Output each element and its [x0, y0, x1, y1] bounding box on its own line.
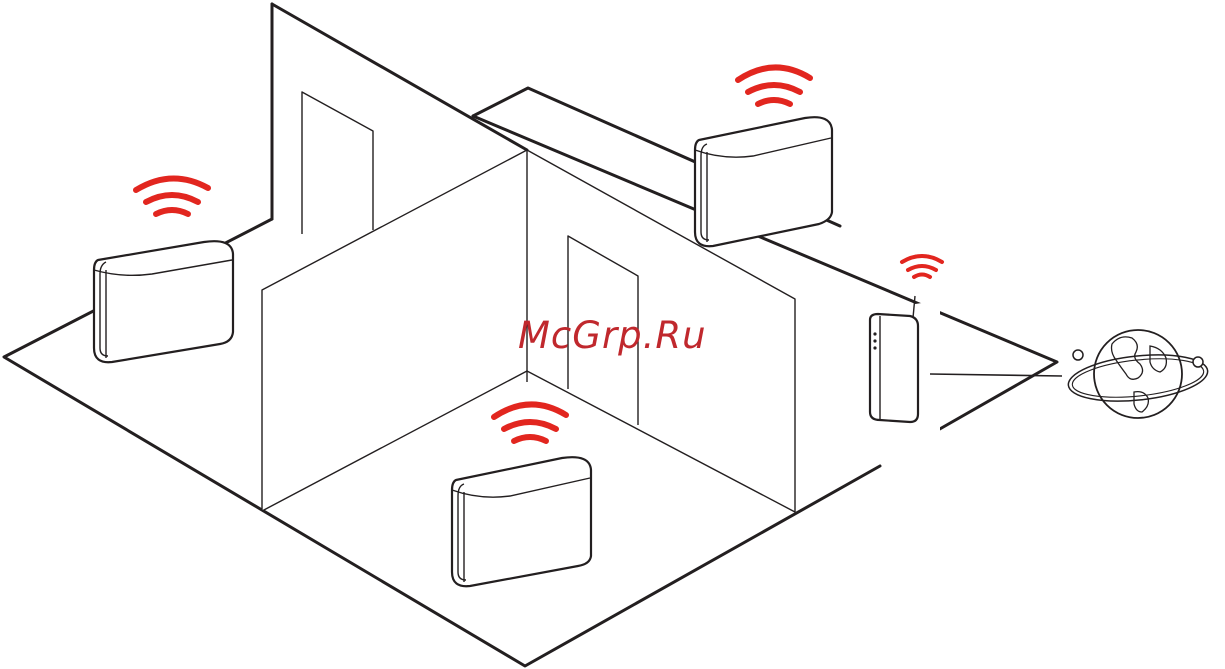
wireless-router	[866, 296, 940, 440]
signal-waves-back	[738, 67, 810, 104]
satellite-right-icon	[1193, 357, 1203, 367]
router-led-1-icon	[873, 332, 876, 335]
wireless-speaker-left	[94, 241, 233, 362]
router-led-3-icon	[873, 346, 876, 349]
signal-waves-router	[902, 256, 942, 277]
router-led-2-icon	[873, 339, 876, 342]
wireless-speaker-back	[695, 117, 832, 246]
signal-waves-front	[494, 404, 566, 441]
signal-waves-left	[136, 178, 208, 214]
internet-globe	[1066, 330, 1210, 418]
router-to-internet-cable	[930, 374, 1062, 376]
wireless-speaker-front	[452, 457, 591, 586]
watermark-text: McGrp.Ru	[518, 314, 707, 357]
satellite-left-icon	[1073, 350, 1083, 360]
